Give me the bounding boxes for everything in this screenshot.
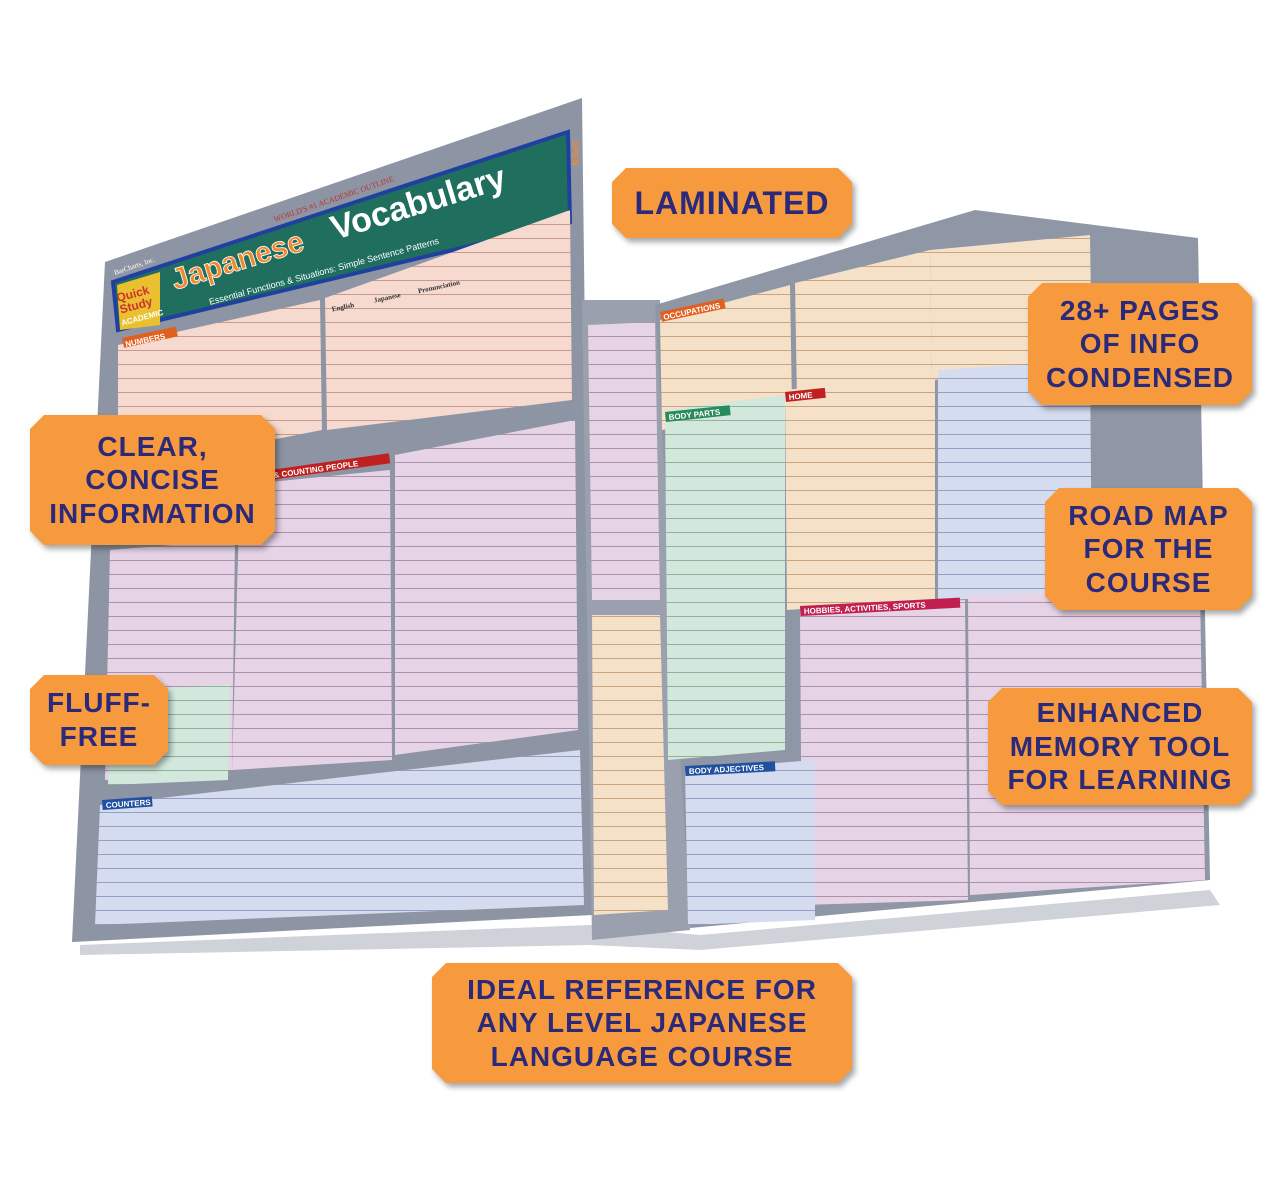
section-body-adjectives: BODY ADJECTIVES — [689, 763, 765, 776]
callout-ideal: IDEAL REFERENCE FOR ANY LEVEL JAPANESE L… — [432, 963, 852, 1083]
callout-fluff-free: FLUFF-FREE — [30, 675, 168, 765]
callout-fluff-free-text: FLUFF-FREE — [30, 675, 168, 765]
callout-clear: CLEAR, CONCISE INFORMATION — [30, 415, 275, 545]
section-home: HOME — [788, 390, 813, 402]
callout-memory-text: ENHANCED MEMORY TOOL FOR LEARNING — [988, 688, 1252, 805]
callout-road-map-text: ROAD MAP FOR THE COURSE — [1045, 488, 1252, 610]
callout-pages-text: 28+ PAGES OF INFO CONDENSED — [1028, 283, 1252, 405]
callout-pages: 28+ PAGES OF INFO CONDENSED — [1028, 283, 1252, 405]
callout-laminated: LAMINATED — [612, 168, 852, 238]
section-counters: COUNTERS — [106, 798, 152, 810]
callout-clear-text: CLEAR, CONCISE INFORMATION — [30, 415, 275, 545]
open-tab: OPEN — [570, 140, 580, 166]
callout-laminated-text: LAMINATED — [612, 168, 852, 238]
callout-road-map: ROAD MAP FOR THE COURSE — [1045, 488, 1252, 610]
callout-ideal-text: IDEAL REFERENCE FOR ANY LEVEL JAPANESE L… — [432, 963, 852, 1083]
callout-memory: ENHANCED MEMORY TOOL FOR LEARNING — [988, 688, 1252, 805]
